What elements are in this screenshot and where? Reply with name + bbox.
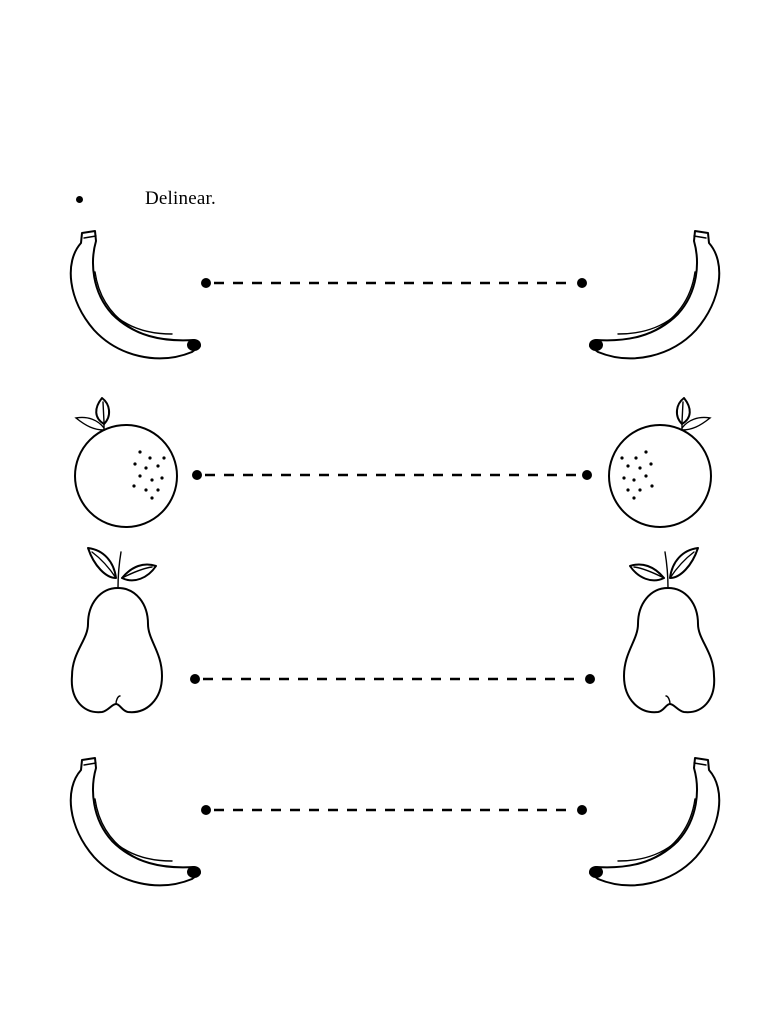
pear-icon [623, 547, 716, 714]
end-dot [577, 805, 587, 815]
orange-icon [74, 397, 178, 528]
row-4 [69, 757, 721, 887]
banana-icon [69, 230, 202, 360]
banana-icon [588, 230, 721, 360]
end-dot [585, 674, 595, 684]
start-dot [201, 278, 211, 288]
banana-icon [69, 757, 202, 887]
end-dot [582, 470, 592, 480]
row-1 [69, 230, 721, 360]
orange-icon [608, 397, 712, 528]
pear-icon [70, 547, 163, 714]
start-dot [201, 805, 211, 815]
instruction-text: Delinear. [145, 188, 216, 209]
row-2 [74, 397, 712, 528]
row-3 [70, 547, 716, 714]
start-dot [192, 470, 202, 480]
instruction: Delinear. [76, 186, 216, 212]
end-dot [577, 278, 587, 288]
start-dot [190, 674, 200, 684]
bullet-point [76, 195, 83, 203]
banana-icon [588, 757, 721, 887]
